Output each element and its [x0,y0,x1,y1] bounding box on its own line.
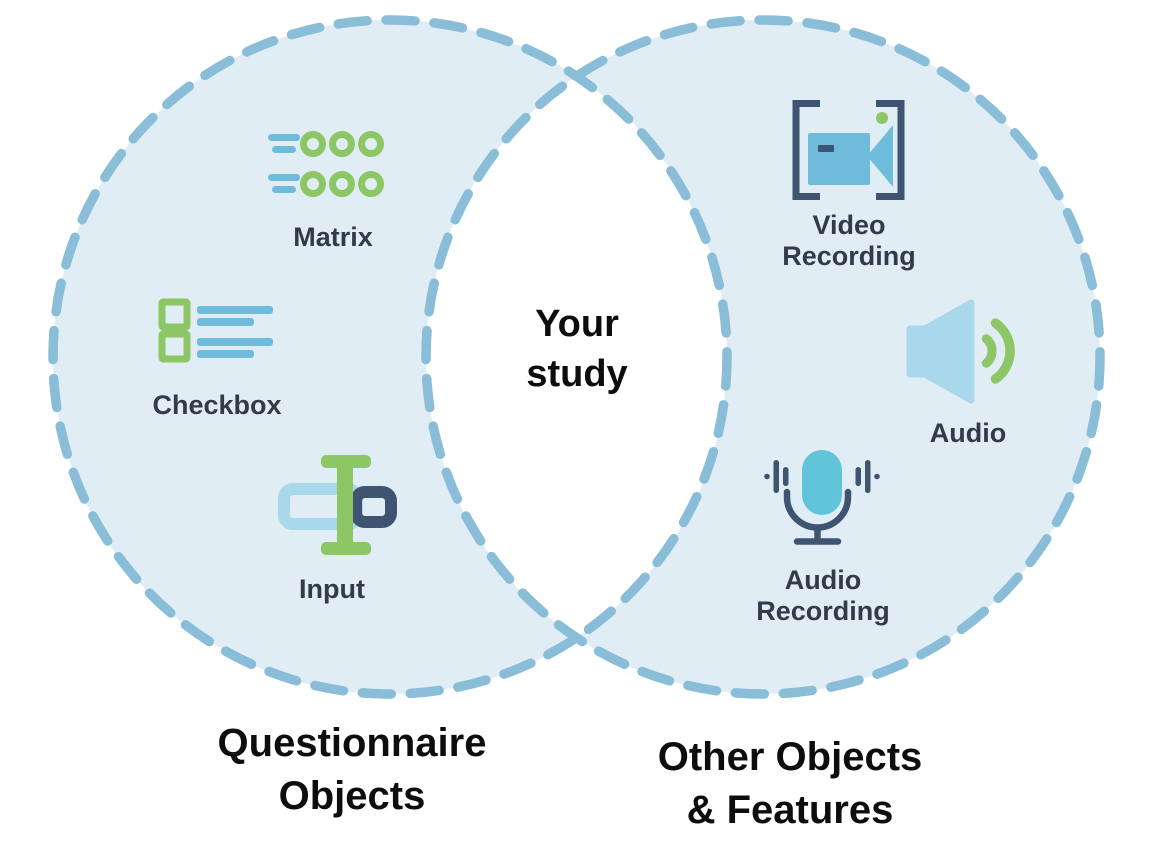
audio-recording-label-line2: Recording [756,596,890,626]
audio-recording-label: Audio Recording [756,565,890,627]
intersection-label-line1: Your [535,303,619,345]
video-camera-icon [792,100,905,200]
left-set-caption-line1: Questionnaire [217,721,487,765]
right-set-caption-line1: Other Objects [657,735,923,779]
audio-label: Audio [929,418,1007,448]
video-recording-label: Video Recording [782,210,916,272]
left-circle-outline [48,15,732,699]
checkbox-icon [158,298,273,363]
video-recording-label-line2: Recording [782,241,916,271]
intersection-label-line2: study [526,353,628,395]
left-set-caption: Questionnaire Objects [218,717,487,823]
intersection-label: Your study [526,299,627,399]
right-set-caption: Other Objects & Features [658,731,923,837]
matrix-label: Matrix [293,222,373,252]
microphone-icon [764,450,880,545]
input-icon [278,455,397,555]
right-set-caption-line2: & Features [686,788,894,832]
input-label: Input [299,574,365,604]
matrix-icon [268,131,384,197]
speaker-icon [906,299,1015,404]
video-recording-label-line1: Video [812,210,886,240]
audio-recording-label-line1: Audio [784,565,862,595]
checkbox-label: Checkbox [152,390,282,420]
left-set-caption-line2: Objects [278,774,426,818]
right-circle-outline [421,15,1105,699]
